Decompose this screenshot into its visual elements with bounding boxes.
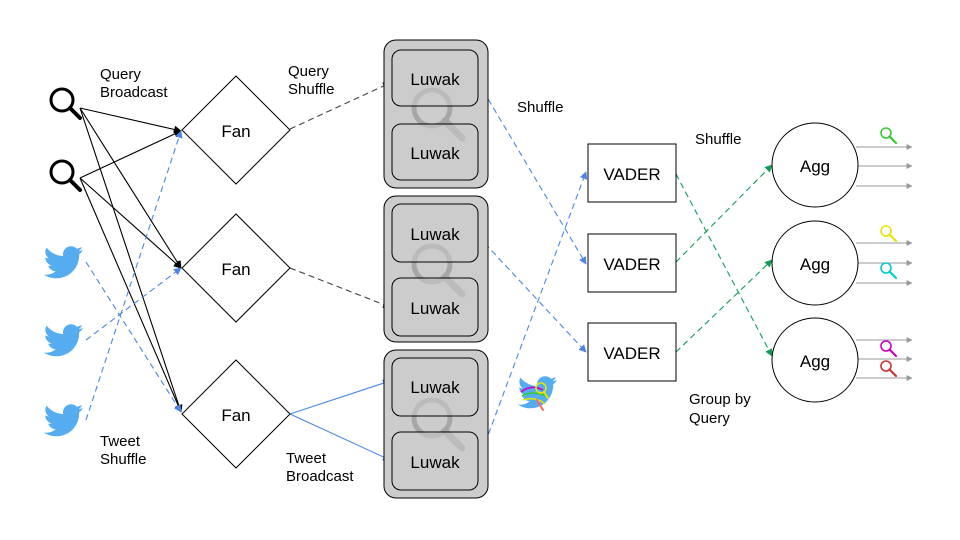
vader-node-1: VADER — [587, 143, 677, 203]
fan-label: Fan — [221, 406, 250, 425]
twitter-bird-icon — [44, 324, 83, 356]
magnifier-icon — [880, 225, 898, 243]
agg-label: Agg — [800, 157, 830, 176]
query-shuffle-label-line2: Shuffle — [288, 81, 334, 98]
magnifier-icon — [49, 87, 82, 120]
tweet-broadcast-edges — [289, 379, 391, 461]
tweet-source-2 — [44, 324, 83, 356]
tweet-shuffle-label-line2: Shuffle — [100, 451, 146, 468]
agg-node-1: Agg — [771, 122, 859, 208]
query-shuffle-edges — [289, 82, 391, 309]
query-broadcast-label-line2: Broadcast — [100, 84, 168, 101]
magnifier-icon — [880, 262, 898, 280]
twitter-bird-icon — [44, 246, 83, 278]
query-broadcast-label-line1: Query — [100, 66, 141, 83]
fan-node-3: Fan — [181, 359, 291, 469]
luwak-label: Luwak — [410, 144, 460, 163]
vader-label: VADER — [603, 165, 660, 184]
agg-label: Agg — [800, 352, 830, 371]
agg-output-edges — [856, 144, 913, 381]
tweet-shuffle-label-line1: Tweet — [100, 433, 141, 450]
shuffle-label: Shuffle — [695, 131, 741, 148]
agg-label: Agg — [800, 255, 830, 274]
tweet-broadcast-label-line1: Tweet — [286, 450, 327, 467]
magnifier-icon — [880, 360, 898, 378]
tweet-broadcast-label-line2: Broadcast — [286, 468, 354, 485]
magnifier-icon — [880, 340, 898, 358]
luwak-group-2: Luwak Luwak — [383, 195, 489, 343]
luwak-label: Luwak — [410, 70, 460, 89]
vader-label: VADER — [603, 344, 660, 363]
luwak-label: Luwak — [410, 225, 460, 244]
magnifier-icon — [49, 159, 82, 192]
luwak-label: Luwak — [410, 299, 460, 318]
vader-node-3: VADER — [587, 322, 677, 382]
fan-label: Fan — [221, 122, 250, 141]
luwak-group-1: Luwak Luwak — [383, 39, 489, 189]
group-by-query-edges — [675, 164, 773, 357]
vader-label: VADER — [603, 255, 660, 274]
agg-node-2: Agg — [771, 220, 859, 306]
shuffle-to-vader-edges — [477, 81, 588, 463]
fan-node-2: Fan — [181, 213, 291, 323]
luwak-group-3: Luwak Luwak — [383, 349, 489, 499]
tweet-shuffle-edges — [85, 130, 183, 421]
query-source-1 — [49, 87, 82, 120]
tweet-source-1 — [44, 246, 83, 278]
tweet-source-3 — [44, 404, 83, 436]
luwak-label: Luwak — [410, 378, 460, 397]
magnifier-icon — [880, 127, 898, 145]
query-shuffle-label-line1: Query — [288, 63, 329, 80]
agg-node-3: Agg — [771, 317, 859, 403]
shuffle-label: Shuffle — [517, 99, 563, 116]
vader-node-2: VADER — [587, 233, 677, 293]
fan-label: Fan — [221, 260, 250, 279]
twitter-bird-with-magnifier-icon — [518, 376, 557, 411]
twitter-bird-icon — [44, 404, 83, 436]
query-broadcast-edges — [79, 107, 183, 413]
query-source-2 — [49, 159, 82, 192]
group-by-query-label-line1: Group by — [689, 391, 751, 408]
luwak-label: Luwak — [410, 453, 460, 472]
group-by-query-label-line2: Query — [689, 410, 730, 427]
fan-node-1: Fan — [181, 75, 291, 185]
